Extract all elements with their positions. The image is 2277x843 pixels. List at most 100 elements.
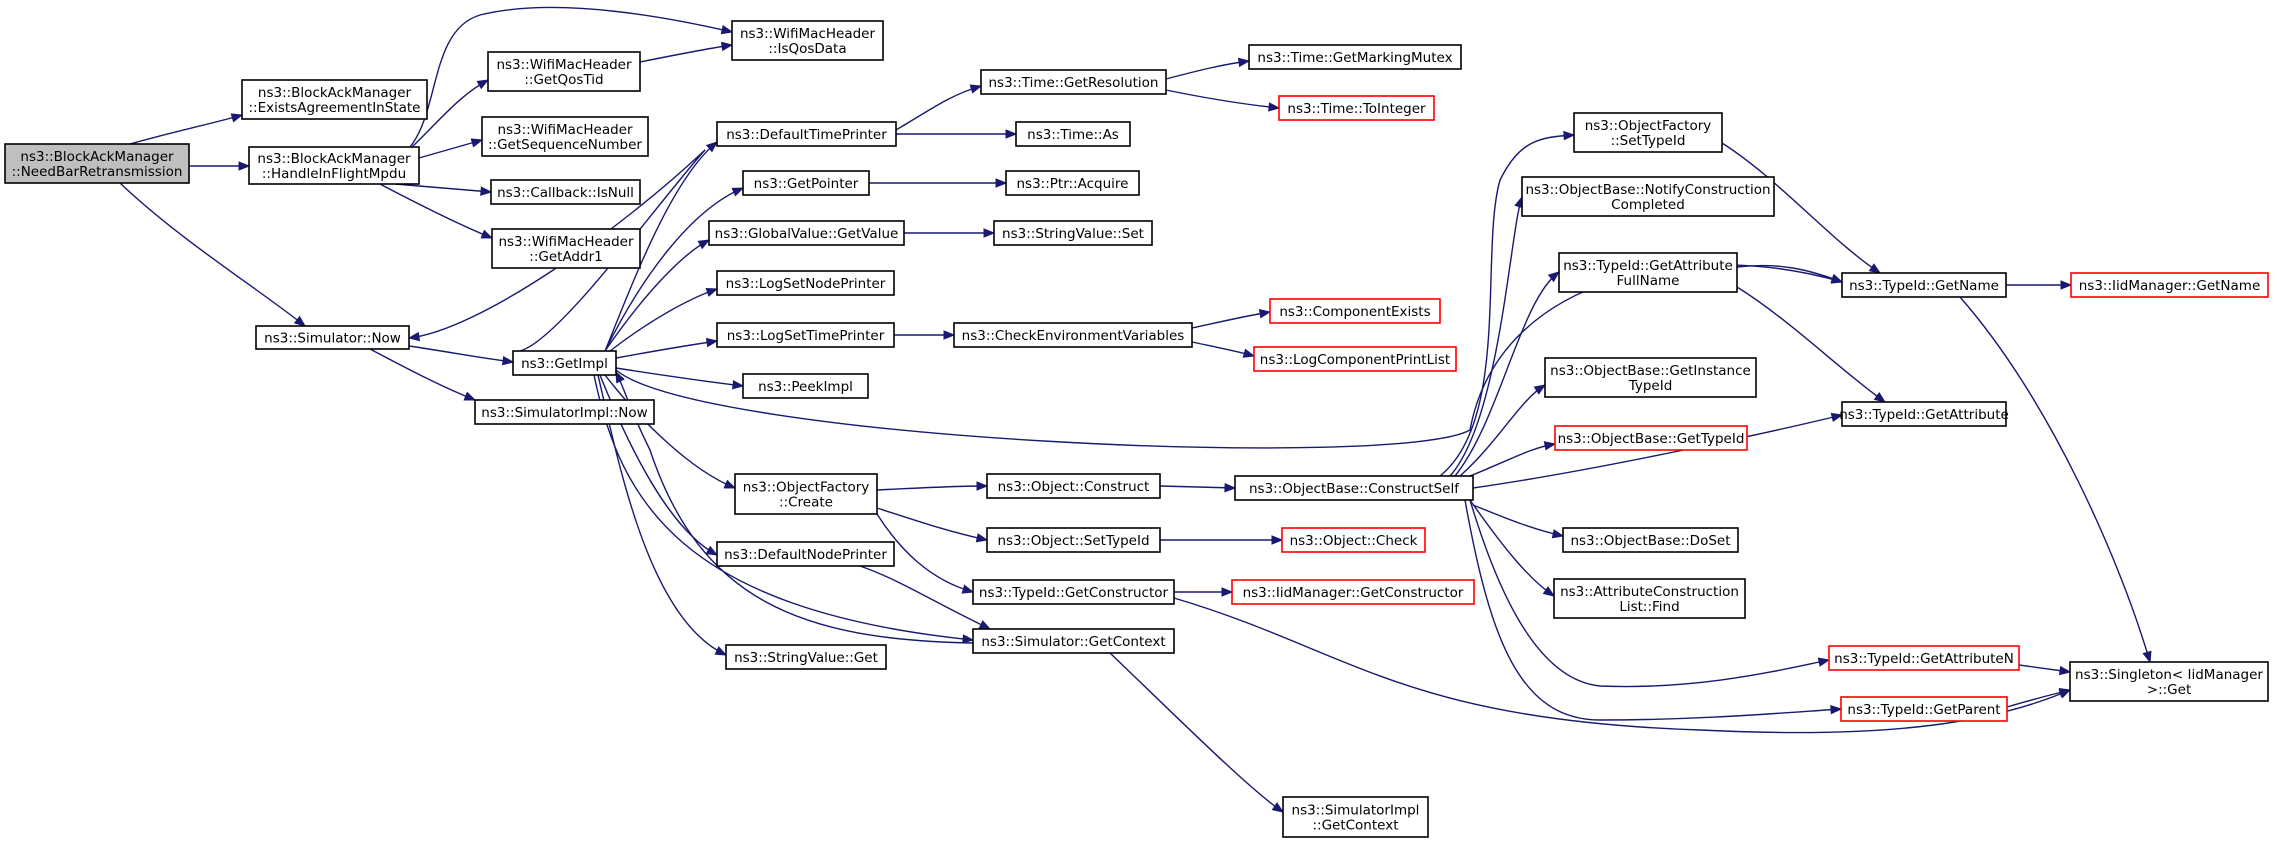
call-edge-n34-n37	[1439, 130, 1576, 477]
node-ns3-logsetnodeprinter[interactable]: ns3::LogSetNodePrinter	[716, 270, 895, 296]
node-ns3-checkenvironmentvariables[interactable]: ns3::CheckEnvironmentVariables	[953, 322, 1193, 348]
edge-line	[369, 348, 476, 401]
arrowhead-icon	[463, 391, 477, 401]
call-edge-n9-n17	[604, 374, 737, 489]
node-ns3-time-as[interactable]: ns3::Time::As	[1015, 121, 1131, 147]
call-edge-n9-n3	[407, 149, 706, 352]
node-label: TypeId	[1628, 378, 1673, 394]
node-ns3-objectbase-doset[interactable]: ns3::ObjectBase::DoSet	[1562, 527, 1739, 553]
node-ns3-componentexists[interactable]: ns3::ComponentExists	[1269, 298, 1441, 324]
node-ns3-typeid-getattribute[interactable]: ns3::TypeId::GetAttribute	[1839, 401, 2009, 427]
node-ns3-blockackmanager-needbarretransmission[interactable]: ns3::BlockAckManager::NeedBarRetransmiss…	[4, 143, 190, 184]
node-ns3-getpointer[interactable]: ns3::GetPointer	[742, 170, 870, 196]
node-label: ns3::ObjectFactory	[1585, 118, 1712, 134]
arrowhead-icon	[978, 620, 992, 630]
node-ns3-wifimacheader-isqosdata[interactable]: ns3::WifiMacHeader::IsQosData	[731, 20, 884, 61]
node-ns3-time-tointeger[interactable]: ns3::Time::ToInteger	[1278, 95, 1435, 121]
node-box	[1841, 272, 2007, 298]
node-box	[1281, 527, 1426, 553]
node-label: ::ExistsAgreementInState	[249, 100, 421, 116]
node-label: ns3::ObjectBase::GetTypeId	[1558, 431, 1745, 447]
node-ns3-objectbase-notifyconstructioncompleted[interactable]: ns3::ObjectBase::NotifyConstructionCompl…	[1521, 176, 1775, 217]
edge-line	[876, 513, 974, 593]
node-label: ns3::IidManager::GetConstructor	[1243, 585, 1464, 601]
node-ns3-objectfactory-create[interactable]: ns3::ObjectFactory::Create	[734, 473, 878, 515]
node-ns3-wifimacheader-getsequencenumber[interactable]: ns3::WifiMacHeader::GetSequenceNumber	[481, 116, 649, 157]
node-label: ns3::ObjectFactory	[743, 480, 870, 496]
node-ns3-typeid-getname[interactable]: ns3::TypeId::GetName	[1841, 272, 2007, 298]
node-box	[708, 220, 905, 246]
call-edge-n9-n15	[615, 337, 719, 359]
call-edge-n45-n48	[2006, 687, 2072, 708]
node-label: ns3::Time::GetResolution	[988, 75, 1158, 91]
arrowhead-icon	[1224, 482, 1237, 493]
node-ns3-singleton-iidmanager-get[interactable]: ns3::Singleton< IidManager >::Get	[2069, 661, 2269, 702]
node-ns3-wifimacheader-getaddr1[interactable]: ns3::WifiMacHeader::GetAddr1	[491, 228, 641, 269]
node-label: ns3::BlockAckManager	[258, 85, 412, 101]
node-ns3-typeid-getattributen[interactable]: ns3::TypeId::GetAttributeN	[1828, 645, 2020, 671]
call-edge-n34-n40	[1459, 384, 1547, 477]
node-ns3-simulator-getcontext[interactable]: ns3::Simulator::GetContext	[972, 628, 1175, 654]
node-ns3-stringvalue-get[interactable]: ns3::StringValue::Get	[725, 644, 887, 670]
node-ns3-ptr-acquire[interactable]: ns3::Ptr::Acquire	[1005, 170, 1140, 196]
edge-line	[1159, 485, 1236, 489]
arrowhead-icon	[714, 646, 728, 656]
node-ns3-blockackmanager-existsagreementinstate[interactable]: ns3::BlockAckManager::ExistsAgreementInS…	[241, 79, 428, 120]
node-ns3-getimpl[interactable]: ns3::GetImpl	[512, 350, 617, 376]
node-ns3-iidmanager-getname[interactable]: ns3::IidManager::GetName	[2070, 272, 2269, 298]
node-ns3-defaultnodeprinter[interactable]: ns3::DefaultNodePrinter	[716, 541, 895, 567]
node-box	[1269, 298, 1441, 324]
node-box	[1828, 645, 2020, 671]
node-box	[2069, 661, 2269, 702]
node-ns3-time-getmarkingmutex[interactable]: ns3::Time::GetMarkingMutex	[1248, 44, 1462, 70]
call-edge-n11-n22	[896, 129, 1018, 139]
node-ns3-logsettimeprinter[interactable]: ns3::LogSetTimePrinter	[716, 322, 895, 348]
node-box	[248, 146, 420, 185]
node-ns3-peekimpl[interactable]: ns3::PeekImpl	[742, 373, 869, 399]
node-ns3-object-check[interactable]: ns3::Object::Check	[1281, 527, 1426, 553]
edge-line	[604, 239, 710, 352]
arrowhead-icon	[1005, 129, 1018, 139]
node-ns3-objectfactory-settypeid[interactable]: ns3::ObjectFactory::SetTypeId	[1573, 112, 1723, 153]
call-edge-n15-n25	[894, 330, 956, 340]
edge-line	[876, 485, 988, 491]
call-edge-n37-n46	[1721, 142, 1882, 274]
arrowhead-icon	[705, 141, 719, 153]
node-ns3-simulatorimpl-getcontext[interactable]: ns3::SimulatorImpl::GetContext	[1282, 796, 1429, 838]
node-ns3-objectbase-gettypeid[interactable]: ns3::ObjectBase::GetTypeId	[1554, 425, 1748, 451]
edge-line	[1469, 443, 1556, 477]
node-ns3-typeid-getconstructor[interactable]: ns3::TypeId::GetConstructor	[972, 579, 1175, 605]
node-label: ns3::ComponentExists	[1279, 304, 1430, 320]
arrowhead-icon	[1543, 441, 1557, 451]
call-edge-n28-n36	[1174, 587, 1234, 597]
arrowhead-icon	[2142, 650, 2152, 664]
node-label: ns3::Singleton< IidManager	[2075, 667, 2263, 683]
node-box	[742, 170, 870, 196]
node-ns3-objectbase-constructself[interactable]: ns3::ObjectBase::ConstructSelf	[1234, 475, 1474, 501]
node-label: ns3::Simulator::GetContext	[981, 634, 1165, 650]
node-ns3-iidmanager-getconstructor[interactable]: ns3::IidManager::GetConstructor	[1231, 579, 1475, 605]
node-ns3-callback-isnull[interactable]: ns3::Callback::IsNull	[490, 179, 641, 205]
node-label: ns3::BlockAckManager	[20, 149, 174, 165]
node-label: ns3::ObjectBase::DoSet	[1570, 533, 1730, 549]
node-ns3-time-getresolution[interactable]: ns3::Time::GetResolution	[980, 69, 1167, 95]
node-box	[986, 473, 1161, 499]
node-ns3-blockackmanager-handleinflightmpdu[interactable]: ns3::BlockAckManager::HandleInFlightMpdu	[248, 146, 420, 185]
node-ns3-simulator-now[interactable]: ns3::Simulator::Now	[255, 325, 410, 350]
node-ns3-simulatorimpl-now[interactable]: ns3::SimulatorImpl::Now	[474, 399, 655, 425]
node-ns3-typeid-getparent[interactable]: ns3::TypeId::GetParent	[1840, 696, 2008, 722]
node-ns3-wifimacheader-getqostid[interactable]: ns3::WifiMacHeader::GetQosTid	[487, 51, 641, 92]
node-ns3-defaulttimeprinter[interactable]: ns3::DefaultTimePrinter	[716, 121, 897, 147]
node-ns3-logcomponentprintlist[interactable]: ns3::LogComponentPrintList	[1253, 346, 1457, 372]
node-ns3-object-construct[interactable]: ns3::Object::Construct	[986, 473, 1161, 499]
node-ns3-object-settypeid[interactable]: ns3::Object::SetTypeId	[986, 527, 1161, 553]
node-label: List::Find	[1619, 599, 1679, 615]
node-label: ns3::Time::As	[1027, 127, 1119, 143]
node-ns3-globalvalue-getvalue[interactable]: ns3::GlobalValue::GetValue	[708, 220, 905, 246]
node-label: ns3::Ptr::Acquire	[1017, 176, 1129, 192]
arrowhead-icon	[705, 337, 719, 348]
node-ns3-stringvalue-set[interactable]: ns3::StringValue::Set	[993, 220, 1153, 246]
